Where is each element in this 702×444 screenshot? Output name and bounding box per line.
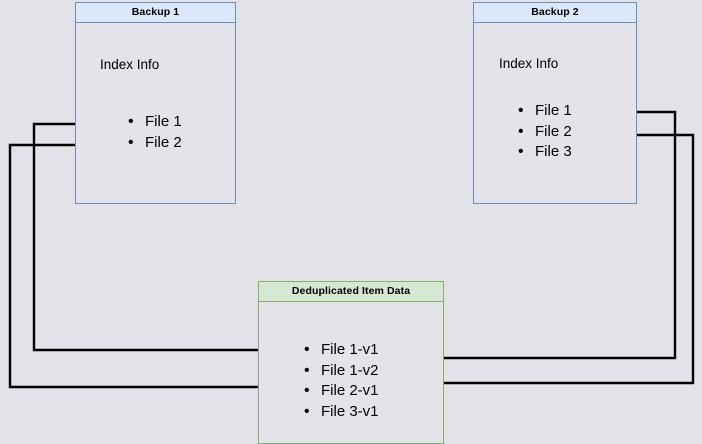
- backup-1-header: Backup 1: [76, 3, 235, 23]
- backup-1-file-list: File 1 File 2: [128, 111, 182, 154]
- list-item: File 2-v1: [304, 380, 379, 402]
- list-item: File 2: [128, 132, 182, 154]
- backup-2-file-list: File 1 File 2 File 3: [518, 100, 572, 163]
- list-item: File 3-v1: [304, 401, 379, 423]
- list-item: File 2: [518, 121, 572, 143]
- list-item: File 1: [128, 111, 182, 133]
- list-item: File 1-v2: [304, 360, 379, 382]
- backup-1-subtitle: Index Info: [100, 57, 160, 72]
- list-item: File 3: [518, 141, 572, 163]
- list-item: File 1-v1: [304, 339, 379, 361]
- deduplicated-file-list: File 1-v1 File 1-v2 File 2-v1 File 3-v1: [304, 339, 379, 423]
- backup-2-subtitle: Index Info: [499, 56, 559, 71]
- deduplicated-item-data-box[interactable]: Deduplicated Item Data File 1-v1 File 1-…: [258, 281, 444, 444]
- backup-1-box[interactable]: Backup 1 Index Info File 1 File 2: [75, 2, 236, 204]
- list-item: File 1: [518, 100, 572, 122]
- backup-2-header: Backup 2: [474, 3, 636, 23]
- deduplicated-item-data-header: Deduplicated Item Data: [259, 282, 443, 302]
- backup-2-box[interactable]: Backup 2 Index Info File 1 File 2 File 3: [473, 2, 637, 204]
